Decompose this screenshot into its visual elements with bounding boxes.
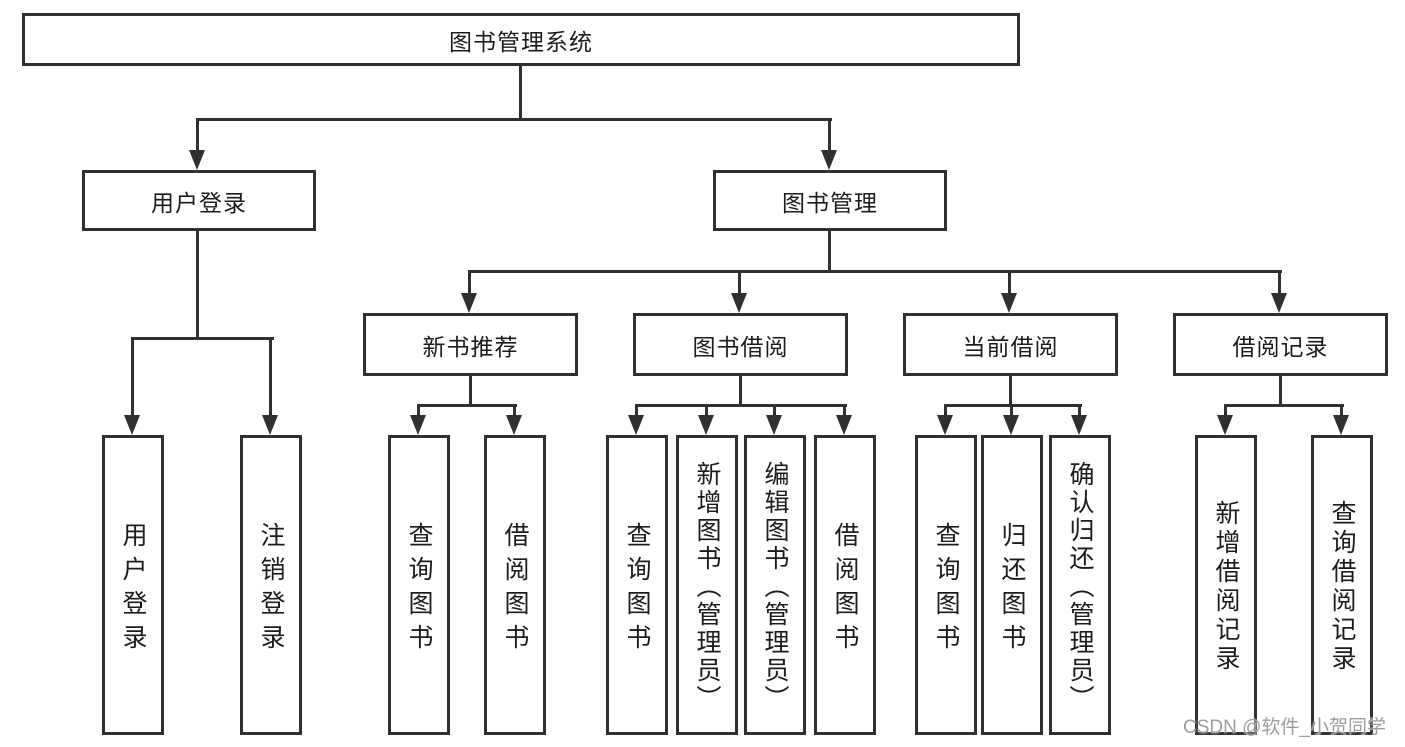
- connector-group-down: [469, 376, 472, 406]
- connector-leaf-stem: [773, 404, 776, 417]
- csdn-watermark: CSDN @软件_小贺同学: [1183, 717, 1386, 738]
- arrow-down-icon: [461, 293, 477, 313]
- node-label: 图书管理: [782, 189, 878, 216]
- leaf-query-books-borrow: 查询图书: [606, 435, 668, 735]
- connector-leaf-stem: [843, 404, 846, 417]
- connector-userlogin-stem: [196, 118, 199, 152]
- leaf-edit-books-admin: 编辑图书（管理员）: [744, 435, 806, 735]
- node-user-login: 用户登录: [82, 170, 316, 231]
- connector-bookmgmt-stem: [828, 118, 831, 152]
- node-label: 用户登录: [151, 189, 247, 216]
- arrow-down-icon: [628, 415, 644, 435]
- node-book-borrow: 图书借阅: [633, 313, 848, 376]
- connector-group-hbar: [635, 404, 847, 407]
- node-label: 图书管理系统: [449, 28, 593, 55]
- connector-userlogin-hbar: [131, 337, 274, 340]
- connector-leaf-stem: [635, 404, 638, 417]
- connector-leaf-stem: [705, 404, 708, 417]
- leaf-confirm-return-admin: 确认归还（管理员）: [1049, 435, 1111, 735]
- leaf-return-books: 归还图书: [981, 435, 1043, 735]
- node-current-borrow: 当前借阅: [903, 313, 1118, 376]
- connector-group-down: [1279, 376, 1282, 406]
- leaf-label: 借阅图书: [501, 521, 529, 658]
- leaf-logout: 注销登录: [240, 435, 302, 735]
- leaf-add-borrow-record: 新增借阅记录: [1195, 435, 1257, 735]
- node-label: 图书借阅: [692, 333, 789, 360]
- leaf-query-borrow-record: 查询借阅记录: [1311, 435, 1373, 735]
- leaf-query-books-current: 查询图书: [915, 435, 977, 735]
- connector-leaf-stem: [1010, 404, 1013, 417]
- arrow-down-icon: [1271, 293, 1287, 313]
- leaf-query-books-newrec: 查询图书: [388, 435, 450, 735]
- arrow-down-icon: [1333, 415, 1349, 435]
- leaf-borrow-books-borrow: 借阅图书: [814, 435, 876, 735]
- arrow-down-icon: [937, 415, 953, 435]
- leaf-label: 查询借阅记录: [1328, 500, 1356, 674]
- node-label: 当前借阅: [962, 333, 1059, 360]
- leaf-label: 借阅图书: [831, 521, 859, 658]
- leaf-add-books-admin: 新增图书（管理员）: [676, 435, 738, 735]
- connector-leaf-stem: [1078, 404, 1081, 417]
- connector-l3-stem: [1278, 270, 1281, 295]
- arrow-down-icon: [698, 415, 714, 435]
- arrow-down-icon: [1217, 415, 1233, 435]
- arrow-down-icon: [410, 415, 426, 435]
- leaf-label: 用户登录: [119, 521, 147, 658]
- connector-root-hbar: [196, 118, 832, 121]
- connector-group-down: [739, 376, 742, 406]
- node-borrow-records: 借阅记录: [1173, 313, 1388, 376]
- connector-leaf-stem: [944, 404, 947, 417]
- connector-group-hbar: [1224, 404, 1344, 407]
- arrow-down-icon: [836, 415, 852, 435]
- leaf-borrow-books-newrec: 借阅图书: [484, 435, 546, 735]
- connector-l3-stem: [468, 270, 471, 295]
- node-book-management: 图书管理: [713, 170, 947, 231]
- connector-leaf-stem: [269, 337, 272, 417]
- arrow-down-icon: [189, 150, 205, 170]
- connector-root-stem: [519, 63, 522, 120]
- node-label: 借阅记录: [1232, 333, 1329, 360]
- connector-leaf-stem: [1224, 404, 1227, 417]
- arrow-down-icon: [1071, 415, 1087, 435]
- connector-leaf-stem: [513, 404, 516, 417]
- connector-leaf-stem: [417, 404, 420, 417]
- leaf-label: 注销登录: [257, 521, 285, 658]
- arrow-down-icon: [731, 293, 747, 313]
- connector-leaf-stem: [1340, 404, 1343, 417]
- arrow-down-icon: [766, 415, 782, 435]
- connector-l3-stem: [738, 270, 741, 295]
- node-label: 新书推荐: [422, 333, 519, 360]
- connector-userlogin-down: [196, 231, 199, 339]
- leaf-user-login: 用户登录: [102, 435, 164, 735]
- leaf-label: 确认归还（管理员）: [1066, 460, 1094, 713]
- connector-group-hbar: [944, 404, 1082, 407]
- connector-leaf-stem: [131, 337, 134, 417]
- leaf-label: 查询图书: [932, 521, 960, 658]
- arrow-down-icon: [821, 150, 837, 170]
- leaf-label: 编辑图书（管理员）: [761, 460, 789, 713]
- leaf-label: 查询图书: [623, 521, 651, 658]
- arrow-down-icon: [262, 415, 278, 435]
- arrow-down-icon: [1001, 293, 1017, 313]
- connector-bookmgmt-down: [828, 231, 831, 272]
- leaf-label: 新增借阅记录: [1212, 500, 1240, 674]
- arrow-down-icon: [124, 415, 140, 435]
- connector-group-down: [1009, 376, 1012, 406]
- connector-bookmgmt-hbar: [468, 270, 1282, 273]
- leaf-label: 新增图书（管理员）: [693, 460, 721, 713]
- node-new-book-recommend: 新书推荐: [363, 313, 578, 376]
- arrow-down-icon: [506, 415, 522, 435]
- connector-group-hbar: [417, 404, 517, 407]
- node-library-management-system: 图书管理系统: [22, 13, 1020, 66]
- leaf-label: 归还图书: [998, 521, 1026, 658]
- leaf-label: 查询图书: [405, 521, 433, 658]
- arrow-down-icon: [1003, 415, 1019, 435]
- connector-l3-stem: [1008, 270, 1011, 295]
